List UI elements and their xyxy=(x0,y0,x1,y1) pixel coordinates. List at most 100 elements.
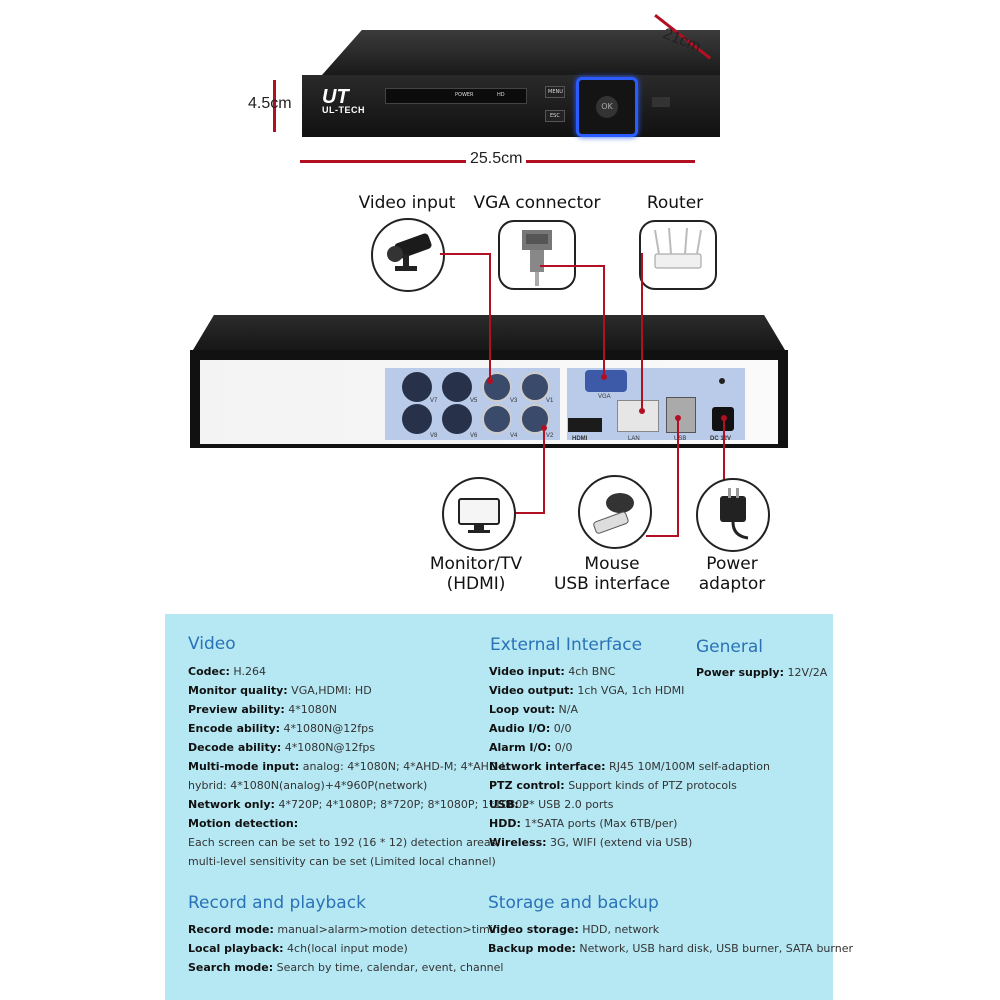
spec-key: PTZ control: xyxy=(489,779,565,792)
esc-button-label: ESC xyxy=(550,113,560,119)
spec-key: Encode ability: xyxy=(188,722,281,735)
spec-value: 2* USB 2.0 ports xyxy=(518,798,614,811)
bnc-port-v1 xyxy=(520,372,550,402)
spec-value: Support kinds of PTZ protocols xyxy=(564,779,737,792)
spec-value: Each screen can be set to 192 (16 * 12) … xyxy=(188,836,501,849)
spec-value: 4ch BNC xyxy=(564,665,616,678)
spec-row: Encode ability: 4*1080N@12fps xyxy=(188,722,374,736)
monitor-label: Monitor/TV (HDMI) xyxy=(420,554,532,594)
connector-line xyxy=(677,418,679,536)
menu-button-label: MENU xyxy=(548,89,563,95)
camera-icon xyxy=(371,218,445,292)
bnc-port-v7 xyxy=(402,372,432,402)
spec-key: Record mode: xyxy=(188,923,274,936)
hdmi-port-label: HDMI xyxy=(572,436,588,442)
bnc-port-v4 xyxy=(482,404,512,434)
spec-row: Alarm I/O: 0/0 xyxy=(489,741,573,755)
spec-row: Codec: H.264 xyxy=(188,665,266,679)
power-indicator-label: POWER xyxy=(455,92,474,98)
connector-line xyxy=(543,428,545,513)
spec-row: HDD: 1*SATA ports (Max 6TB/per) xyxy=(489,817,677,831)
mouse-label-line1: Mouse xyxy=(584,554,640,574)
spec-value: manual>alarm>motion detection>timing xyxy=(273,923,507,936)
mouse-label: Mouse USB interface xyxy=(550,554,674,594)
spec-key: Video output: xyxy=(489,684,574,697)
monitor-label-line1: Monitor/TV xyxy=(429,554,523,574)
spec-row: Audio I/O: 0/0 xyxy=(489,722,571,736)
lan-port xyxy=(617,400,659,432)
port-label-v4: V4 xyxy=(510,433,518,439)
hdd-indicator-label: HD xyxy=(497,92,505,98)
ground-screw xyxy=(719,378,725,384)
lan-port-label: LAN xyxy=(628,436,640,442)
spec-value: 1ch VGA, 1ch HDMI xyxy=(573,684,685,697)
brand-logo: UT UL-TECH xyxy=(322,86,365,115)
spec-value: 0/0 xyxy=(550,722,572,735)
bnc-port-v6 xyxy=(442,404,472,434)
port-label-v5: V5 xyxy=(470,398,478,404)
spec-value: Search by time, calendar, event, channel xyxy=(273,961,504,974)
spec-key: Network only: xyxy=(188,798,275,811)
monitor-icon xyxy=(442,477,516,551)
spec-value: VGA,HDMI: HD xyxy=(287,684,372,697)
spec-value: H.264 xyxy=(229,665,266,678)
spec-row: PTZ control: Support kinds of PTZ protoc… xyxy=(489,779,737,793)
spec-value: 1*SATA ports (Max 6TB/per) xyxy=(520,817,678,830)
usb-port-label: USB xyxy=(674,436,687,442)
router-icon xyxy=(639,220,717,290)
spec-row: Wireless: 3G, WIFI (extend via USB) xyxy=(489,836,692,850)
spec-row: Each screen can be set to 192 (16 * 12) … xyxy=(188,836,500,850)
power-label-line2: adaptor xyxy=(698,574,766,594)
spec-value: HDD, network xyxy=(578,923,660,936)
navigation-pad: OK xyxy=(576,77,638,137)
dc-port-label: DC 12V xyxy=(710,436,732,442)
bnc-port-v8 xyxy=(402,404,432,434)
spec-key: Monitor quality: xyxy=(188,684,288,697)
dvr-top-surface xyxy=(322,30,720,75)
spec-row: USB: 2* USB 2.0 ports xyxy=(489,798,613,812)
port-label-v8: V8 xyxy=(430,433,438,439)
router-label: Router xyxy=(646,193,704,213)
spec-value: 4*1080N xyxy=(284,703,337,716)
monitor-label-line2: (HDMI) xyxy=(446,574,506,594)
port-label-v1: V1 xyxy=(546,398,554,404)
spec-value: 4*1080N@12fps xyxy=(281,741,376,754)
power-adaptor-icon xyxy=(696,478,770,552)
spec-value: Network, USB hard disk, USB burner, SATA… xyxy=(575,942,853,955)
dvr-front-panel xyxy=(302,75,720,137)
height-dimension-line xyxy=(273,80,276,132)
spec-row: multi-level sensitivity can be set (Limi… xyxy=(188,855,496,869)
connector-dot xyxy=(601,374,607,380)
connector-line xyxy=(723,418,725,486)
spec-value: 12V/2A xyxy=(783,666,828,679)
spec-row: Video storage: HDD, network xyxy=(488,923,659,937)
vga-port xyxy=(585,370,627,392)
spec-row: Decode ability: 4*1080N@12fps xyxy=(188,741,375,755)
esc-button: ESC xyxy=(545,110,565,122)
spec-key: Wireless: xyxy=(489,836,547,849)
spec-key: Preview ability: xyxy=(188,703,285,716)
connector-line xyxy=(641,253,643,411)
spec-key: Video storage: xyxy=(488,923,579,936)
spec-key: Video input: xyxy=(489,665,565,678)
port-label-v6: V6 xyxy=(470,433,478,439)
connector-dot xyxy=(541,425,547,431)
general-section-title: General xyxy=(696,637,763,657)
spec-key: USB: xyxy=(489,798,519,811)
spec-row: Local playback: 4ch(local input mode) xyxy=(188,942,408,956)
spec-key: Decode ability: xyxy=(188,741,282,754)
spec-key: Audio I/O: xyxy=(489,722,551,735)
spec-row: Power supply: 12V/2A xyxy=(696,666,827,680)
spec-value: analog: 4*1080N; 4*AHD-M; 4*AHD-L xyxy=(299,760,508,773)
spec-row: Preview ability: 4*1080N xyxy=(188,703,337,717)
video-section-title: Video xyxy=(188,634,236,654)
storage-section-title: Storage and backup xyxy=(488,893,659,913)
spec-row: hybrid: 4*1080N(analog)+4*960P(network) xyxy=(188,779,427,793)
spec-key: Codec: xyxy=(188,665,230,678)
spec-key: Search mode: xyxy=(188,961,274,974)
spec-key: Multi-mode input: xyxy=(188,760,300,773)
record-section-title: Record and playback xyxy=(188,893,366,913)
connector-dot xyxy=(487,378,493,384)
brand-logo-mark: UT xyxy=(322,86,349,108)
ok-button: OK xyxy=(596,96,618,118)
